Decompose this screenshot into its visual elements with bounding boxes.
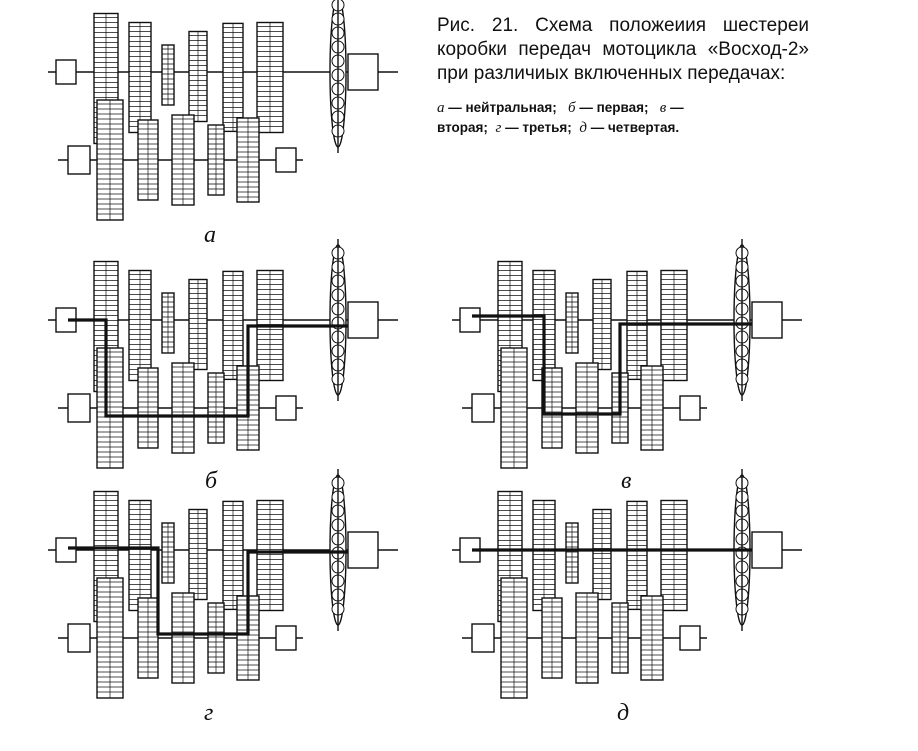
gearbox-panel-neutral	[48, 0, 398, 221]
panel-label-b: б	[205, 468, 218, 494]
legend-item-neutral: а — нейтральная;	[437, 100, 557, 116]
legend-item-fourth: д — четвертая.	[579, 120, 680, 136]
gearbox-panel-first	[48, 239, 398, 469]
panel-label-d: д	[617, 700, 630, 726]
gearbox-panel-third	[48, 469, 398, 699]
gearbox-panel-second	[452, 239, 802, 469]
panel-label-g: г	[204, 700, 214, 726]
panel-label-a: а	[204, 222, 216, 248]
figure-caption: Рис. 21. Схема положеиия шестереи коробк…	[437, 14, 809, 138]
legend-item-third: г — третья;	[495, 120, 572, 136]
legend-item-first: б — первая;	[568, 100, 649, 116]
caption-legend: а — нейтральная; б — первая; в —вторая; …	[437, 98, 809, 138]
legend-item-second: в —вторая;	[437, 100, 684, 135]
gearbox-panel-fourth	[452, 469, 802, 699]
caption-title: Рис. 21. Схема положеиия шестереи коробк…	[437, 15, 809, 84]
panel-label-v: в	[621, 468, 632, 494]
